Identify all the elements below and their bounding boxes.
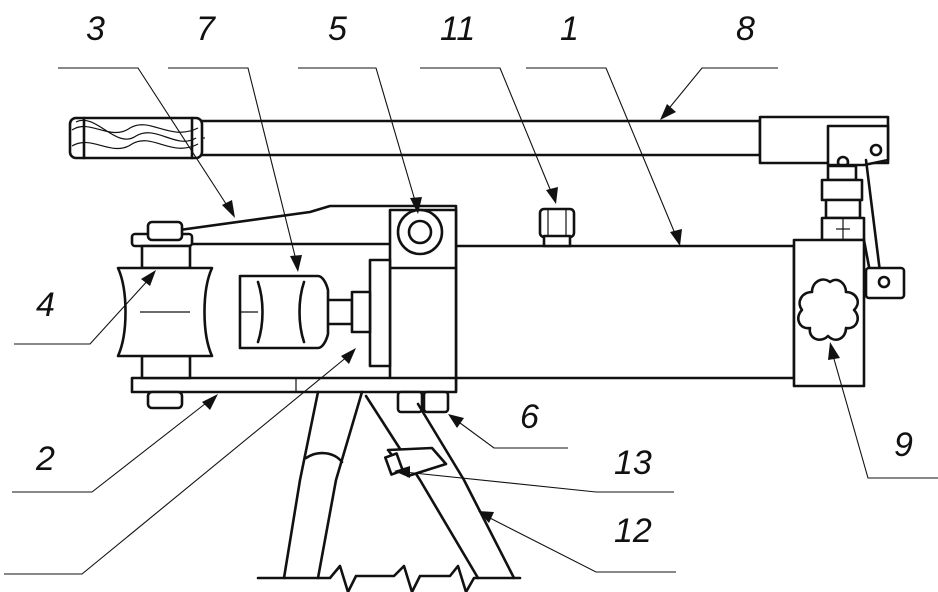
hose-fittings	[396, 390, 450, 414]
label-11: 11	[440, 10, 475, 48]
bending-shoe	[238, 274, 330, 350]
label-4: 4	[36, 286, 55, 324]
label-9: 9	[894, 426, 913, 464]
pump-handle	[68, 115, 890, 169]
pump-block	[792, 238, 866, 388]
part-labels: 3 7 5 11 1 8 4 2 6 9 13 12	[35, 10, 913, 550]
label-2: 2	[35, 440, 55, 478]
label-3: 3	[86, 10, 105, 48]
leader-lines	[4, 67, 938, 575]
label-1: 1	[560, 10, 579, 48]
roller	[116, 220, 214, 410]
label-7: 7	[196, 10, 216, 48]
label-13: 13	[614, 444, 652, 482]
press-head	[130, 204, 458, 394]
label-12: 12	[614, 512, 652, 550]
cylinder-body	[454, 207, 796, 380]
label-6: 6	[520, 398, 539, 436]
stand-legs	[256, 390, 522, 592]
label-5: 5	[328, 10, 347, 48]
label-8: 8	[736, 10, 755, 48]
pump-link-rods	[820, 158, 906, 300]
